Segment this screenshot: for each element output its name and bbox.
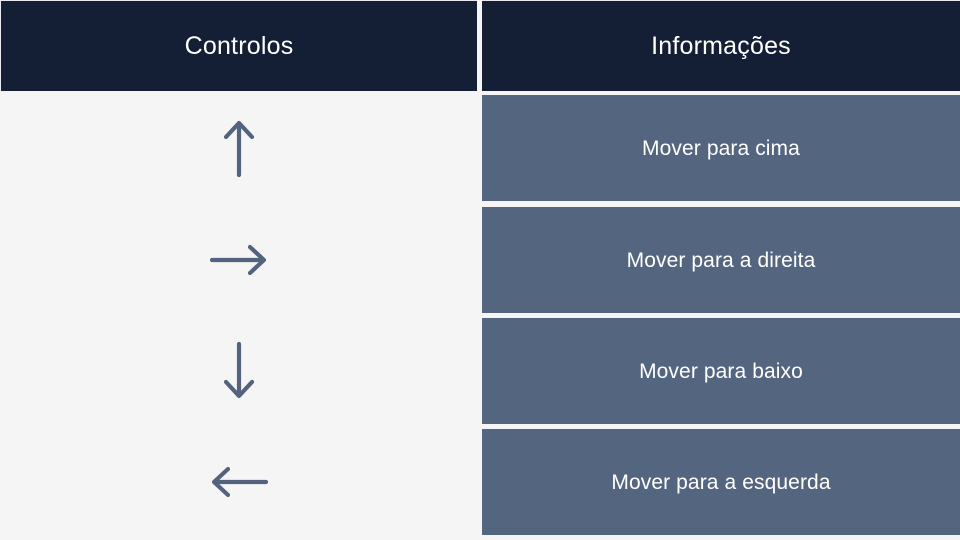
table-header-controls-label: Controlos <box>184 31 294 60</box>
controls-column <box>0 91 477 540</box>
info-label-down: Mover para baixo <box>639 359 803 383</box>
info-cell-right: Mover para a direita <box>482 207 960 313</box>
arrow-up-icon <box>217 117 261 179</box>
control-cell-right <box>0 207 477 313</box>
info-cell-up: Mover para cima <box>482 95 960 201</box>
info-label-left: Mover para a esquerda <box>611 470 831 494</box>
info-label-up: Mover para cima <box>642 136 800 160</box>
table-header-row: Controlos Informações <box>0 0 960 91</box>
control-cell-up <box>0 95 477 201</box>
arrow-right-icon <box>208 238 270 282</box>
info-label-right: Mover para a direita <box>626 248 816 272</box>
table-header-info: Informações <box>482 0 960 91</box>
column-divider <box>477 0 482 540</box>
arrow-left-icon <box>208 460 270 504</box>
table-header-controls: Controlos <box>0 0 477 91</box>
info-column: Mover para cima Mover para a direita Mov… <box>482 91 960 540</box>
control-cell-left <box>0 429 477 535</box>
info-cell-left: Mover para a esquerda <box>482 429 960 535</box>
control-cell-down <box>0 318 477 424</box>
info-cell-down: Mover para baixo <box>482 318 960 424</box>
table-header-info-label: Informações <box>651 31 791 60</box>
arrow-down-icon <box>217 340 261 402</box>
